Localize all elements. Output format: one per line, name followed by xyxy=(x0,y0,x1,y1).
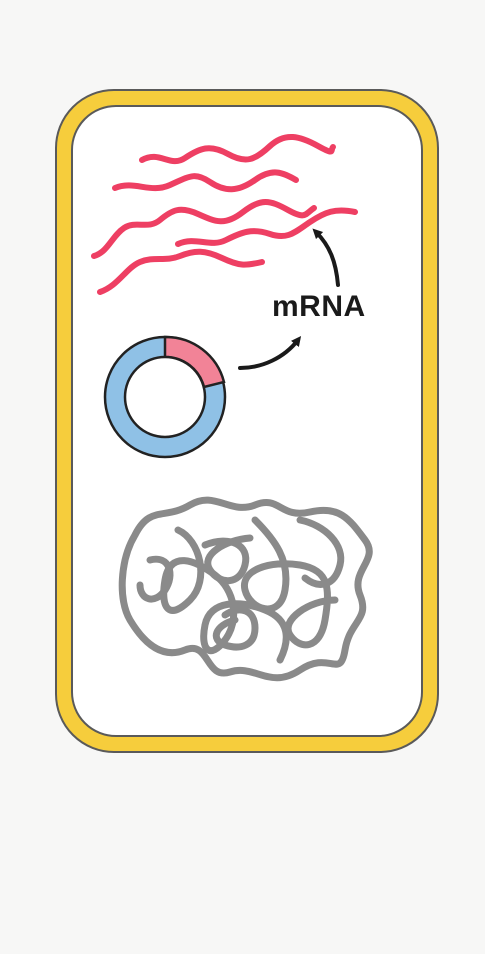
mrna-label: mRNA xyxy=(272,292,366,322)
plasmid-ring-icon xyxy=(105,337,225,457)
